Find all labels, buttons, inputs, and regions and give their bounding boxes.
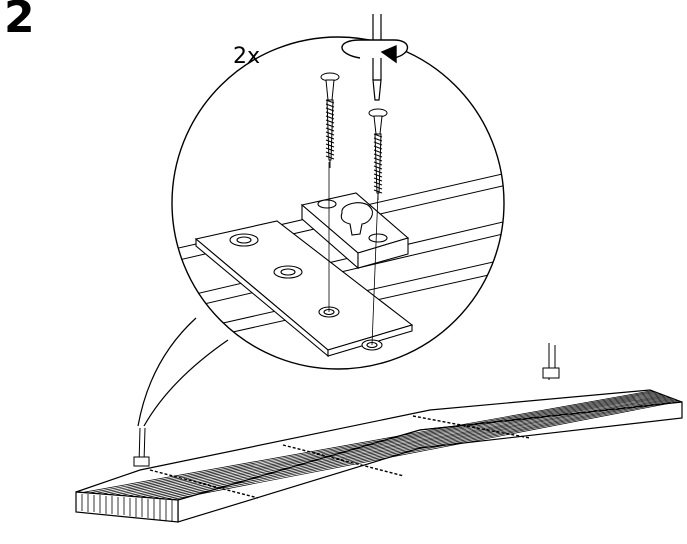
screw-thread	[325, 127, 335, 132]
screw-thread	[373, 169, 383, 174]
small-bracket-icon	[542, 367, 560, 379]
board-rib	[171, 400, 681, 500]
keyhole-bracket-icon	[300, 192, 410, 270]
screw-thread	[373, 165, 383, 170]
small-screw-icon	[143, 427, 146, 463]
board-rib	[152, 398, 675, 499]
screw-thread	[373, 161, 383, 166]
screw-thread	[325, 155, 335, 160]
board-rib	[114, 394, 663, 496]
board-rib	[133, 396, 669, 497]
board-rib	[158, 399, 677, 499]
screw-thread	[373, 185, 383, 190]
board-end-face	[75, 491, 179, 523]
step-number: 2	[4, 0, 35, 43]
screw-thread	[325, 135, 335, 140]
screw-thread	[325, 151, 335, 156]
quantity-label: 2x	[233, 44, 261, 69]
screw-thread	[373, 173, 383, 178]
board-rib	[88, 391, 655, 494]
screw-guide-lines	[328, 162, 379, 346]
hardware-left	[133, 427, 150, 467]
board-rib	[146, 397, 673, 498]
mounting-plate-icon	[194, 220, 414, 358]
board-end-grooves	[81, 494, 173, 521]
screw-thread	[325, 131, 335, 136]
screw-thread	[373, 189, 383, 194]
board-rib	[139, 397, 671, 498]
callout-leader	[137, 317, 229, 427]
wood-screw-icon	[368, 108, 388, 200]
screw-shank	[326, 99, 334, 161]
screw-thread	[325, 139, 335, 144]
hardware-right	[542, 343, 560, 380]
wood-screw-icon	[320, 72, 340, 168]
screw-thread	[373, 177, 383, 182]
board-rib	[101, 392, 659, 495]
detail-callout	[171, 36, 505, 370]
board-rib	[95, 391, 657, 494]
board-ribs	[82, 390, 681, 500]
board-rib	[82, 390, 653, 493]
board-rib	[126, 395, 667, 497]
screw-thread	[325, 143, 335, 148]
board-dividers	[149, 415, 531, 499]
board-rib	[165, 400, 679, 500]
clockwise-rotation-arrow-icon	[341, 39, 409, 64]
board-rib	[107, 393, 661, 495]
screw-thread	[373, 181, 383, 186]
screw-shank	[374, 133, 382, 194]
board-rib	[120, 394, 665, 496]
small-bracket-icon	[133, 456, 150, 467]
screw-thread	[325, 147, 335, 152]
